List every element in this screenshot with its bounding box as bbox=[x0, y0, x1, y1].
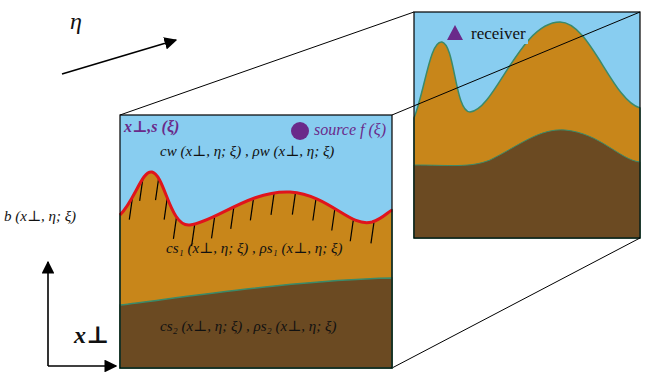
eta-arrow bbox=[62, 40, 176, 74]
axes bbox=[48, 262, 116, 366]
perspective-lines bbox=[120, 12, 640, 368]
hatch-stroke bbox=[292, 194, 295, 215]
receiver-symbol bbox=[447, 25, 463, 40]
bathymetry-line bbox=[120, 172, 392, 225]
hatch-stroke bbox=[212, 217, 215, 238]
axis-label: x⊥ bbox=[74, 322, 109, 350]
receiver-label: receiver bbox=[469, 24, 528, 44]
water-parameters: cw (x⊥, η; ξ) , ρw (x⊥, η; ξ) bbox=[160, 143, 334, 160]
bathymetry-label: b (x⊥, η; ξ) bbox=[4, 208, 76, 225]
hatch-stroke bbox=[371, 222, 374, 243]
hatch-stroke bbox=[156, 179, 159, 200]
sediment-1-parameters: cs₁ (x⊥, η; ξ) , ρs₁ (x⊥, η; ξ) bbox=[166, 240, 342, 257]
hatch-stroke bbox=[164, 199, 167, 220]
source-symbol bbox=[291, 122, 309, 140]
source-position-label: x⊥,s (ξ) bbox=[124, 118, 179, 136]
axis-label: η bbox=[70, 8, 82, 36]
front-face bbox=[120, 115, 392, 368]
source-label: source f (ξ) bbox=[314, 121, 386, 139]
hatch-stroke bbox=[313, 199, 316, 220]
hatch-stroke bbox=[250, 199, 253, 220]
sediment-2-parameters: cs₂ (x⊥, η; ξ) , ρs₂ (x⊥, η; ξ) bbox=[160, 318, 336, 335]
hatch-stroke bbox=[332, 210, 335, 231]
hatch-stroke bbox=[350, 220, 353, 241]
hatch-stroke bbox=[173, 218, 176, 239]
hatch-stroke bbox=[271, 194, 274, 215]
back-face bbox=[414, 12, 640, 238]
hatch-stroke bbox=[231, 208, 234, 229]
